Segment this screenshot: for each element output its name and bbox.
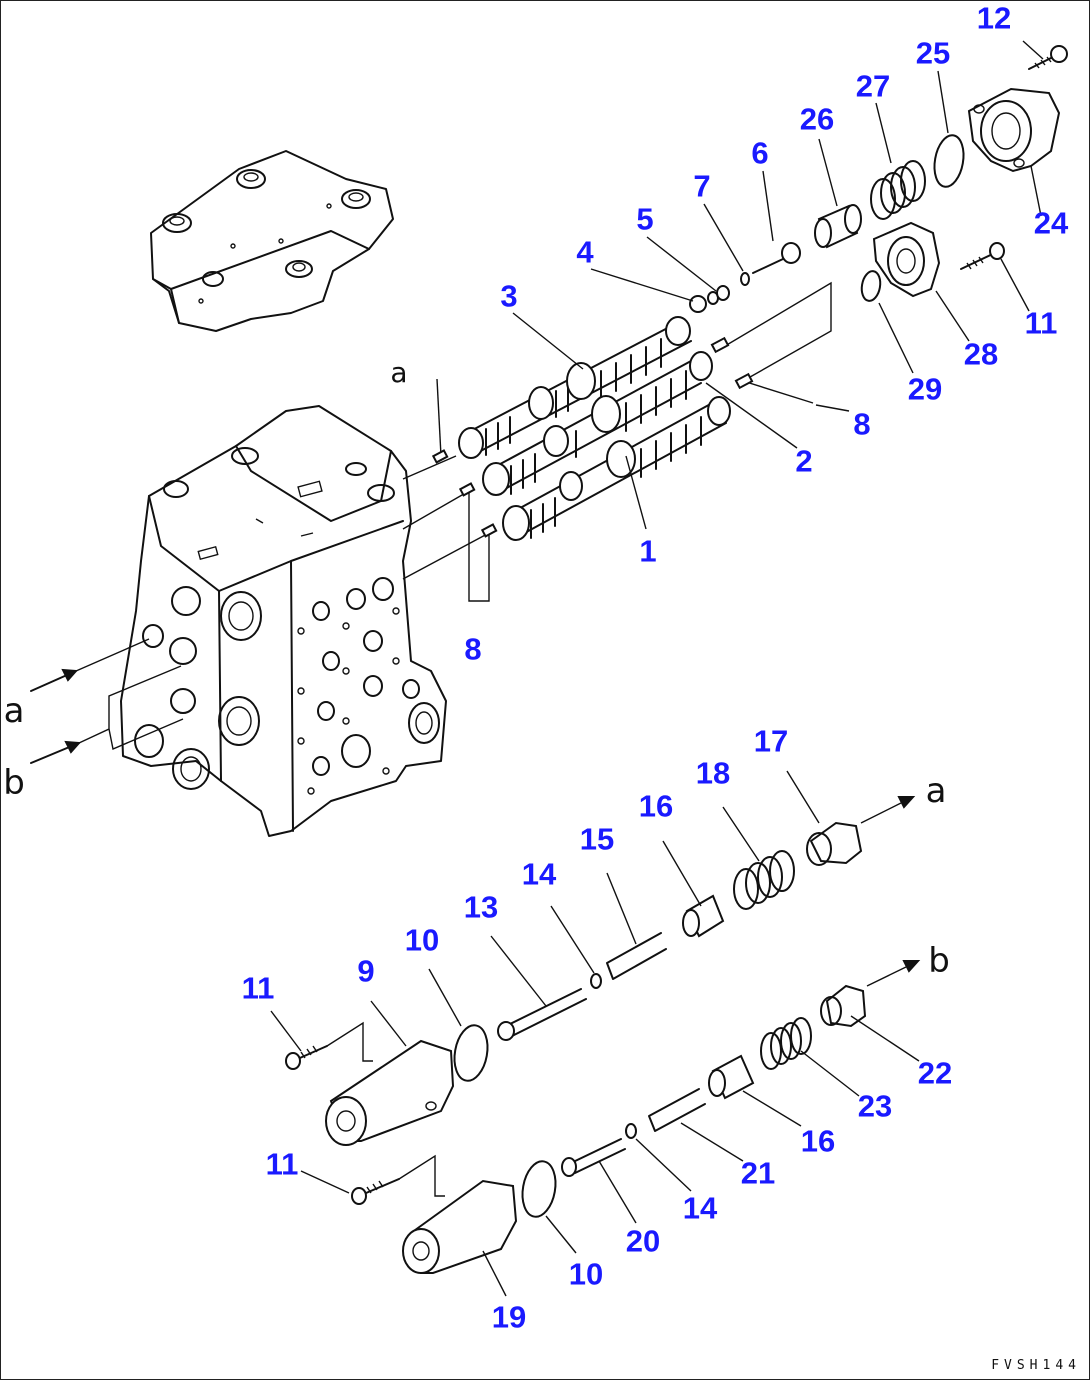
callout-3: 3 bbox=[500, 278, 518, 314]
spring-23 bbox=[760, 1017, 812, 1070]
assembly-lines bbox=[402, 281, 832, 602]
spool-1 bbox=[502, 396, 731, 541]
callout-1: 1 bbox=[639, 533, 657, 569]
callout-18: 18 bbox=[695, 755, 731, 791]
callout-29: 29 bbox=[907, 371, 943, 407]
sleeve-26 bbox=[814, 204, 862, 249]
callout-2: 2 bbox=[795, 443, 813, 479]
callout-13: 13 bbox=[463, 889, 499, 925]
piston-16-lower bbox=[708, 1054, 755, 1100]
callout-5: 5 bbox=[636, 201, 654, 237]
callout-23: 23 bbox=[857, 1088, 893, 1124]
solenoid-9 bbox=[325, 1039, 455, 1146]
piston-16-upper bbox=[682, 894, 725, 938]
callout-12: 12 bbox=[976, 0, 1012, 36]
spool-2 bbox=[482, 351, 713, 496]
retainer-parts bbox=[689, 242, 801, 313]
callout-8-lower: 8 bbox=[464, 631, 482, 667]
pins-8 bbox=[431, 336, 754, 538]
callout-27: 27 bbox=[855, 68, 891, 104]
port-label-a-left: a bbox=[3, 691, 25, 731]
pin-15 bbox=[606, 932, 667, 980]
port-label-a-right: a bbox=[925, 771, 947, 811]
callout-24: 24 bbox=[1033, 205, 1069, 241]
callout-14-lower: 14 bbox=[682, 1190, 718, 1226]
pin-21 bbox=[648, 1088, 706, 1132]
callout-11-mid: 11 bbox=[241, 970, 275, 1006]
cover-28 bbox=[872, 221, 941, 298]
solenoid-19 bbox=[402, 1179, 518, 1274]
o-ring-10-upper bbox=[453, 1024, 489, 1082]
o-ring-29 bbox=[860, 270, 882, 302]
cover-cap-24 bbox=[967, 87, 1061, 173]
ring-14-lower bbox=[625, 1123, 637, 1139]
callout-17: 17 bbox=[753, 723, 789, 759]
o-ring-25 bbox=[933, 134, 965, 188]
callout-19: 19 bbox=[491, 1299, 527, 1335]
bolt-20 bbox=[561, 1138, 626, 1177]
callout-11-lower: 11 bbox=[265, 1146, 299, 1182]
port-label-a-top: a bbox=[390, 356, 408, 389]
spring-seat-22 bbox=[820, 984, 867, 1028]
callout-20: 20 bbox=[625, 1223, 661, 1259]
port-label-b-left: b bbox=[3, 763, 25, 803]
spring-27 bbox=[870, 160, 926, 220]
callout-7: 7 bbox=[693, 168, 711, 204]
callout-11-upper: 11 bbox=[1024, 305, 1058, 341]
bolt-12 bbox=[1028, 45, 1068, 70]
spring-18 bbox=[733, 850, 795, 910]
callout-9: 9 bbox=[357, 953, 375, 989]
bolt-11-lower bbox=[351, 1154, 445, 1205]
valve-cover-plate bbox=[150, 150, 394, 332]
o-ring-10-lower bbox=[521, 1160, 557, 1218]
spool-3 bbox=[458, 316, 692, 459]
callout-25: 25 bbox=[915, 35, 951, 71]
spring-seat-17 bbox=[806, 821, 863, 866]
callout-14-upper: 14 bbox=[521, 856, 557, 892]
callout-8-upper: 8 bbox=[853, 406, 871, 442]
callout-16-upper: 16 bbox=[638, 788, 674, 824]
ring-14-upper bbox=[590, 973, 602, 989]
callout-16-lower: 16 bbox=[800, 1123, 836, 1159]
flow-arrows bbox=[30, 638, 921, 987]
bolt-11-mid bbox=[285, 1021, 373, 1070]
port-label-b-right: b bbox=[928, 941, 950, 981]
control-valve-body bbox=[120, 405, 447, 837]
callout-15: 15 bbox=[579, 821, 615, 857]
callout-10-lower: 10 bbox=[568, 1256, 604, 1292]
callout-26: 26 bbox=[799, 101, 835, 137]
callout-21: 21 bbox=[740, 1155, 776, 1191]
callout-6: 6 bbox=[751, 135, 769, 171]
bolt-13 bbox=[497, 988, 587, 1041]
drawing-code: FVSH144 bbox=[991, 1358, 1081, 1373]
bolt-11-upper bbox=[960, 242, 1005, 270]
callout-leaders bbox=[270, 40, 1044, 1297]
callout-28: 28 bbox=[963, 336, 999, 372]
callout-22: 22 bbox=[917, 1055, 953, 1091]
callout-10-upper: 10 bbox=[404, 922, 440, 958]
callout-4: 4 bbox=[576, 234, 594, 270]
